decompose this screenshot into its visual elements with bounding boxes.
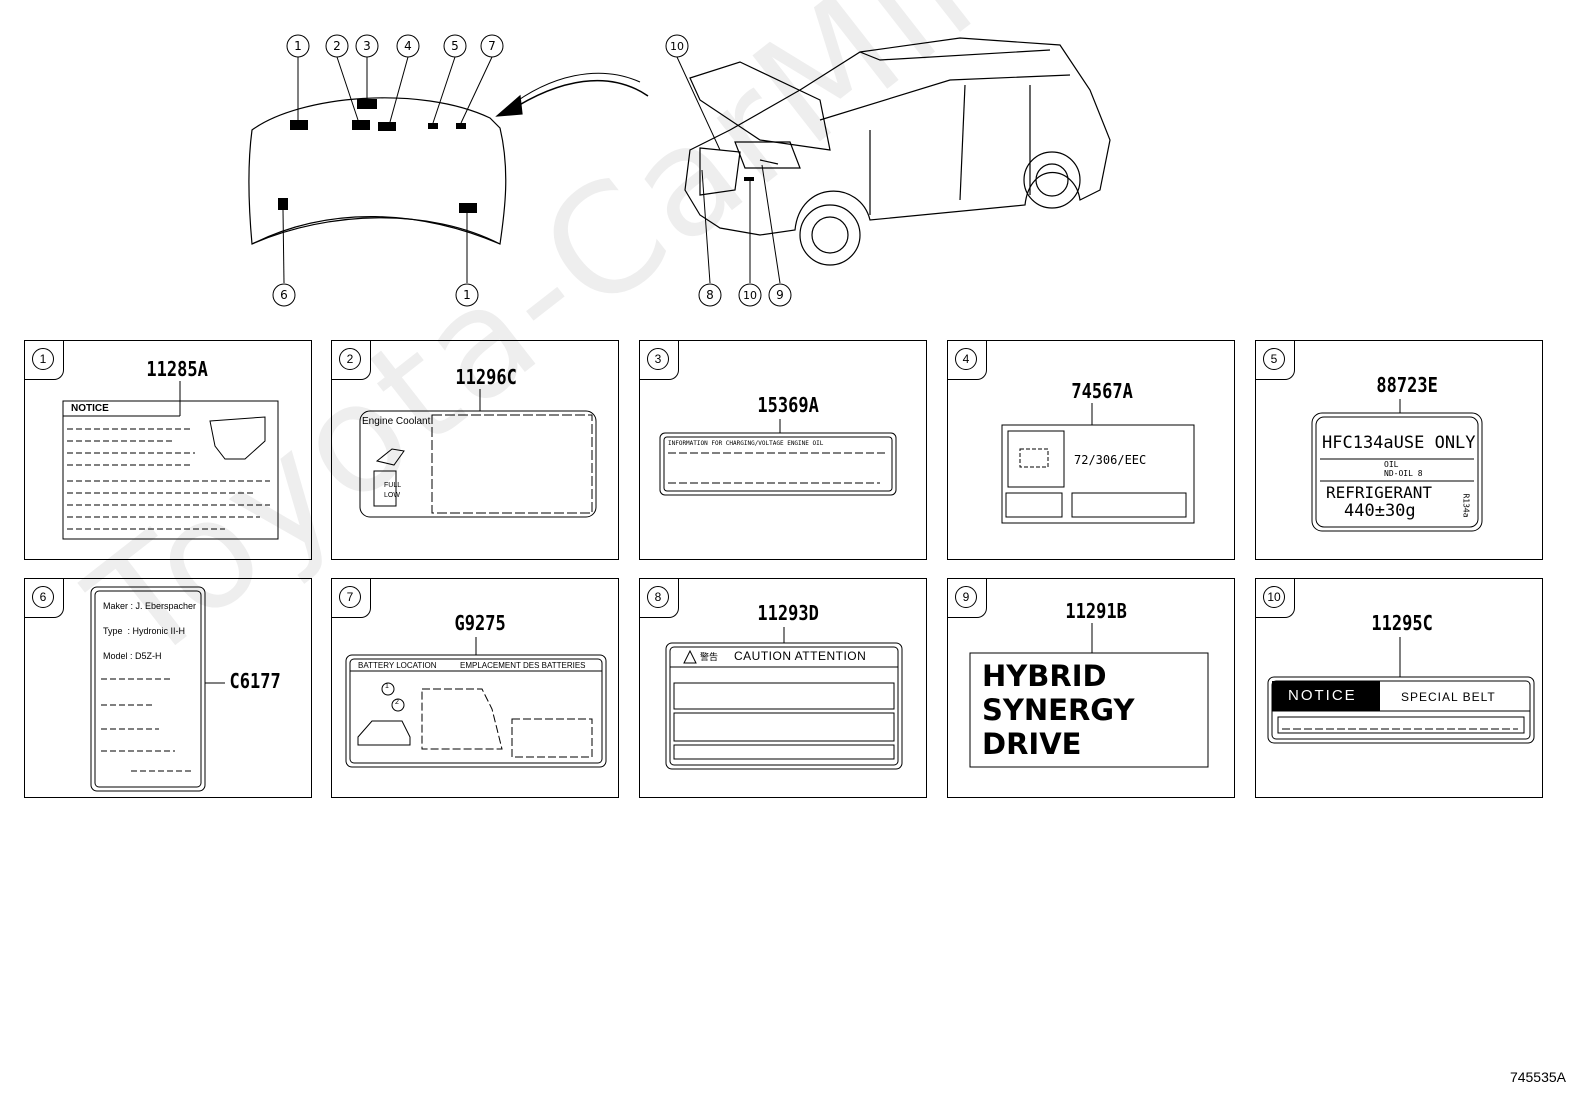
callout-car-9: 9 <box>776 288 784 302</box>
part-number: 15369A <box>757 393 819 417</box>
oil-label: OIL <box>1384 460 1399 469</box>
part-number: C6177 <box>229 669 281 693</box>
battery-callout-1: 1 <box>385 683 389 690</box>
refrigerant-amount: 440±30g <box>1344 501 1416 521</box>
panel-number: 1 <box>32 348 54 370</box>
callout-car-8: 8 <box>706 288 714 302</box>
warning-symbol: 警告 <box>700 652 719 662</box>
notice-text: NOTICE <box>71 403 109 414</box>
heater-type: Type : Hydronic II-H <box>103 626 186 636</box>
callout-hood-2: 2 <box>333 39 341 53</box>
label-panel-1: 1 11285A NOTICE <box>24 340 312 560</box>
part-number: 11291B <box>1065 599 1127 623</box>
part-number: 11295C <box>1371 611 1433 635</box>
label-panel-10: 10 11295C NOTICE SPECIAL BELT <box>1255 578 1543 798</box>
badge-line-2: SYNERGY <box>982 693 1135 727</box>
callout-hood-4: 4 <box>404 39 412 53</box>
label-drawing <box>665 627 903 770</box>
panel-number: 6 <box>32 586 54 608</box>
label-drawing <box>1311 399 1483 532</box>
panel-number: 5 <box>1263 348 1285 370</box>
panel-number: 10 <box>1263 586 1285 608</box>
full-mark: FULL <box>384 482 402 489</box>
callout-car-10b: 10 <box>743 289 757 302</box>
part-number: G9275 <box>454 611 506 635</box>
overview-illustration: 1 2 3 4 5 7 6 1 10 8 10 9 <box>248 34 1111 307</box>
heater-model: Model : D5Z-H <box>103 651 162 661</box>
callout-hood-7: 7 <box>488 39 496 53</box>
panel-number: 3 <box>647 348 669 370</box>
callout-hood-1: 1 <box>294 39 302 53</box>
panel-number: 9 <box>955 586 977 608</box>
callout-hood-1b: 1 <box>463 288 471 302</box>
coolant-title: Engine Coolant <box>362 416 431 427</box>
label-panel-6: 6 C6177 Maker : J. Eberspacher Type : Hy… <box>24 578 312 798</box>
badge-line-1: HYBRID <box>982 659 1107 693</box>
caution-header: CAUTION ATTENTION <box>734 649 867 663</box>
label-header: INFORMATION FOR CHARGING/VOLTAGE ENGINE … <box>668 440 824 447</box>
directive-text: 72/306/EEC <box>1074 453 1147 467</box>
label-panel-4: 4 74567A 72/306/EEC <box>947 340 1235 560</box>
callout-car-10: 10 <box>670 40 684 53</box>
battery-header-en: BATTERY LOCATION <box>358 661 437 670</box>
callout-hood-3: 3 <box>363 39 371 53</box>
battery-header-fr: EMPLACEMENT DES BATTERIES <box>460 661 586 670</box>
label-drawing <box>1267 637 1535 744</box>
callout-hood-6: 6 <box>280 288 288 302</box>
special-belt-text: SPECIAL BELT <box>1401 690 1496 704</box>
refrigerant-label: REFRIGERANT <box>1326 483 1432 502</box>
direction-arrow <box>507 79 649 113</box>
label-drawing <box>345 637 607 768</box>
label-drawing <box>62 381 279 540</box>
label-panel-2: 2 11296C Engine Coolant FULL LOW <box>331 340 619 560</box>
label-drawing <box>359 389 597 518</box>
low-mark: LOW <box>384 492 400 499</box>
label-panel-9: 9 11291B HYBRID SYNERGY DRIVE <box>947 578 1235 798</box>
car-outline <box>684 37 1111 236</box>
notice-banner: NOTICE <box>1288 687 1357 704</box>
panel-number: 2 <box>339 348 361 370</box>
panel-number: 7 <box>339 586 361 608</box>
part-number: 11296C <box>455 365 517 389</box>
label-panel-5: 5 88723E HFC134aUSE ONLY OIL ND-OIL 8 RE… <box>1255 340 1543 560</box>
label-panel-8: 8 11293D 警告 CAUTION ATTENTION <box>639 578 927 798</box>
part-number: 11285A <box>146 357 208 381</box>
panel-number: 4 <box>955 348 977 370</box>
battery-callout-2: 2 <box>395 699 399 706</box>
label-panel-3: 3 15369A INFORMATION FOR CHARGING/VOLTAG… <box>639 340 927 560</box>
badge-line-3: DRIVE <box>982 727 1082 761</box>
callout-hood-5: 5 <box>451 39 459 53</box>
part-number: 74567A <box>1071 379 1133 403</box>
label-panel-7: 7 G9275 BATTERY LOCATION EMPLACEMENT DES… <box>331 578 619 798</box>
part-number: 88723E <box>1376 373 1438 397</box>
label-drawing <box>90 586 225 792</box>
label-drawing <box>1001 403 1195 524</box>
refrigerant-code: R134a <box>1461 493 1471 518</box>
figure-id: 745535A <box>1509 1069 1566 1085</box>
label-drawing <box>969 623 1209 768</box>
panel-number: 8 <box>647 586 669 608</box>
hybrid-badge: HYBRID SYNERGY DRIVE <box>982 659 1134 761</box>
refrigerant-type: HFC134aUSE ONLY <box>1322 433 1476 453</box>
heater-maker: Maker : J. Eberspacher <box>103 601 197 611</box>
label-drawing <box>659 419 897 496</box>
oil-type: ND-OIL 8 <box>1384 469 1423 478</box>
part-number: 11293D <box>757 601 819 625</box>
